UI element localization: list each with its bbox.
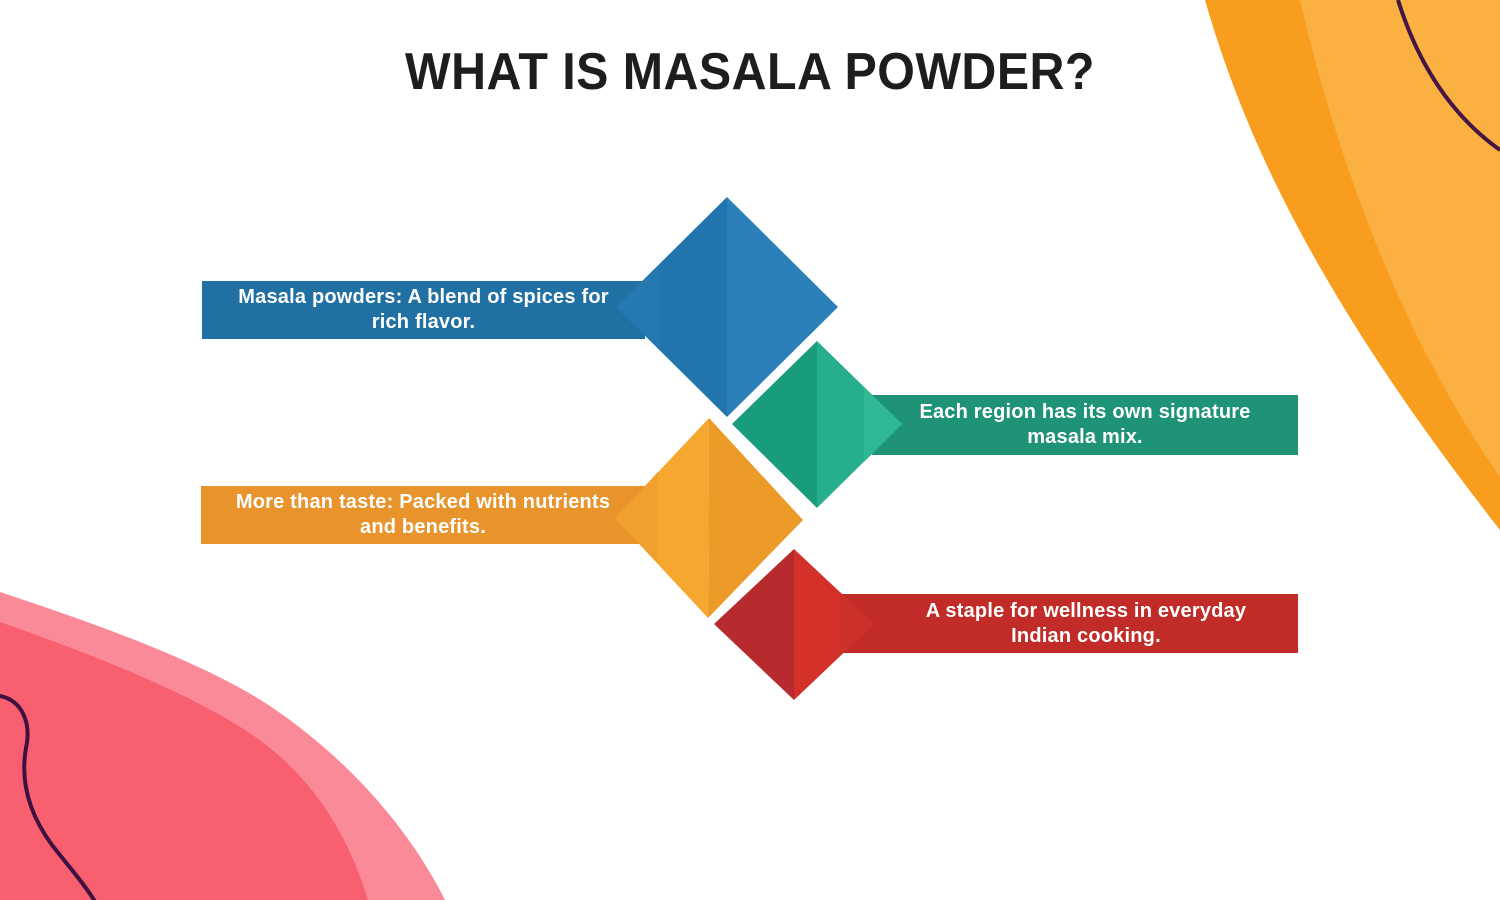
ribbon-teal-line-2: masala mix.: [1027, 426, 1143, 448]
pink-blob-inner: [0, 622, 368, 900]
ribbon-teal: Each region has its own signature masala…: [872, 395, 1298, 455]
ribbon-red-line-2: Indian cooking.: [1011, 624, 1161, 647]
orange-blob-curve-line: [1396, 0, 1500, 152]
ribbon-orange-line-2: and benefits.: [360, 516, 486, 538]
page-title: WHAT IS MASALA POWDER?: [405, 43, 1095, 101]
ribbon-teal-line-1: Each region has its own signature: [919, 401, 1251, 423]
ribbon-orange: More than taste: Packed with nutrients a…: [201, 486, 645, 544]
bottom-left-pink-blob: [0, 592, 445, 900]
ribbon-red-line-1: A staple for wellness in everyday: [925, 599, 1247, 622]
pink-blob-squiggle-line: [0, 694, 96, 900]
ribbon-blue-line-1: Masala powders: A blend of spices for: [238, 286, 609, 308]
ribbon-blue: Masala powders: A blend of spices for ri…: [202, 281, 645, 339]
ribbon-blue-line-2: rich flavor.: [371, 311, 476, 333]
ribbon-red: A staple for wellness in everyday Indian…: [810, 594, 1298, 653]
top-right-orange-blob: [1205, 0, 1500, 530]
ribbon-orange-line-1: More than taste: Packed with nutrients: [235, 491, 611, 513]
orange-blob-inner: [1300, 0, 1500, 477]
